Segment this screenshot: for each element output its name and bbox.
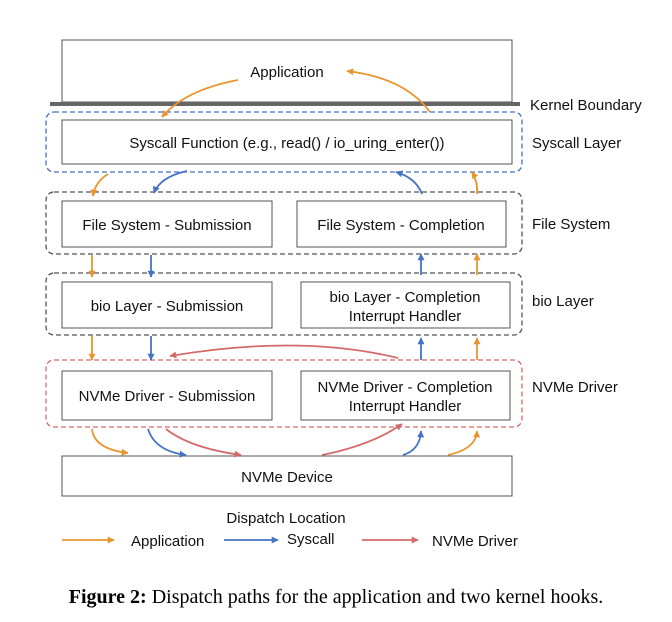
bio-submission-label: bio Layer - Submission bbox=[91, 298, 244, 315]
nvme-submission-box bbox=[61, 370, 273, 421]
app-arrow-app-to-syscall bbox=[161, 79, 239, 118]
fs-submission-box bbox=[61, 200, 273, 248]
application-box bbox=[61, 39, 513, 103]
nvme-device-label: NVMe Device bbox=[241, 469, 333, 486]
syscall-arrow-fs-to-syscall bbox=[395, 170, 423, 195]
file-system-label: File System bbox=[532, 216, 610, 233]
fs-completion-box bbox=[296, 200, 507, 248]
app-arrow-fs-to-syscall bbox=[471, 171, 479, 195]
syscall-arrow-device-to-nvme bbox=[402, 430, 425, 456]
figure-caption: Figure 2: Dispatch paths for the applica… bbox=[0, 586, 672, 609]
nvme-arrow-submission-to-device bbox=[165, 428, 242, 458]
fs-submission-label: File System - Submission bbox=[82, 217, 251, 234]
nvme-completion-box bbox=[300, 370, 511, 421]
nvme-arrow-device-to-completion bbox=[321, 423, 403, 456]
syscall-layer-label: Syscall Layer bbox=[532, 135, 621, 152]
legend-title: Dispatch Location bbox=[226, 510, 345, 527]
app-arrow-syscall-to-fs bbox=[90, 173, 109, 197]
bio-completion-box bbox=[300, 281, 511, 329]
nvme-completion-label-line1: NVMe Driver - Completion bbox=[317, 379, 492, 396]
nvme-driver-label: NVMe Driver bbox=[532, 379, 618, 396]
file-system-group bbox=[45, 191, 523, 255]
fs-completion-label: File System - Completion bbox=[317, 217, 485, 234]
syscall-function-label: Syscall Function (e.g., read() / io_urin… bbox=[129, 135, 444, 152]
legend-syscall-label: Syscall bbox=[287, 531, 335, 548]
nvme-driver-group bbox=[45, 359, 523, 428]
syscall-function-box bbox=[61, 119, 513, 165]
kernel-boundary-label: Kernel Boundary bbox=[530, 97, 642, 114]
bio-layer-group bbox=[45, 272, 523, 336]
syscall-arrow-nvme-to-device bbox=[147, 428, 187, 458]
nvme-arrow-completion-to-submission bbox=[169, 344, 399, 359]
legend-nvme-driver-label: NVMe Driver bbox=[432, 533, 518, 550]
app-arrow-syscall-to-app bbox=[346, 68, 431, 113]
app-arrow-nvme-to-device bbox=[91, 428, 129, 456]
nvme-submission-label: NVMe Driver - Submission bbox=[79, 388, 256, 405]
legend-application-label: Application bbox=[131, 533, 204, 550]
bio-layer-label: bio Layer bbox=[532, 293, 594, 310]
app-arrow-device-to-nvme bbox=[447, 430, 481, 456]
bio-completion-label-line1: bio Layer - Completion bbox=[330, 289, 481, 306]
bio-completion-label-line2: Interrupt Handler bbox=[349, 308, 462, 325]
application-label: Application bbox=[250, 64, 323, 81]
bio-submission-box bbox=[61, 281, 273, 329]
syscall-arrow-syscall-to-fs bbox=[152, 170, 188, 194]
nvme-completion-label-line2: Interrupt Handler bbox=[349, 398, 462, 415]
caption-text: Dispatch paths for the application and t… bbox=[146, 586, 604, 608]
nvme-device-box bbox=[61, 455, 513, 497]
caption-label: Figure 2: bbox=[68, 586, 147, 608]
